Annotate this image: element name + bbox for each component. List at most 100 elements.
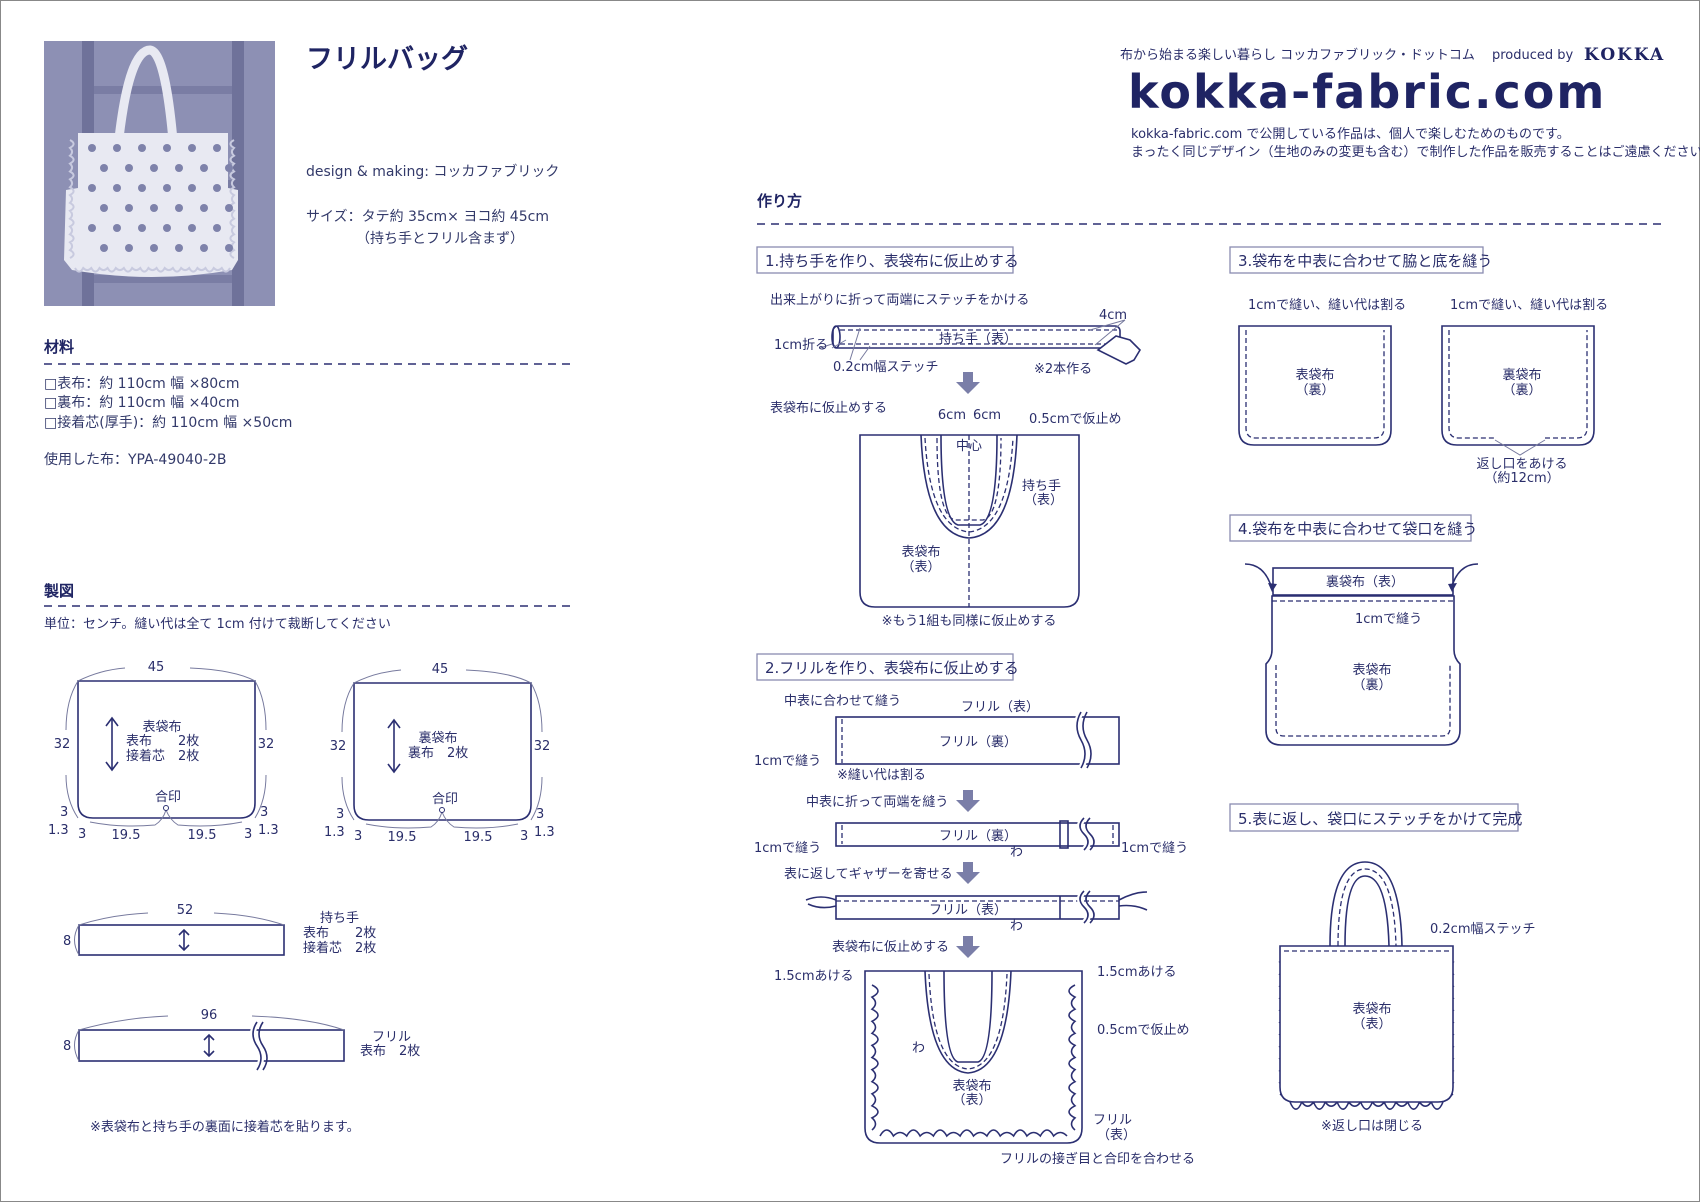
dim-height-right: 32 xyxy=(258,737,275,752)
handle-piece: 52 8 持ち手 表布 2枚 接着芯 2枚 xyxy=(63,903,376,956)
six-cm-right: 6cm xyxy=(973,408,1001,423)
material-item: □接着芯(厚手)：約 110cm 幅 ×50cm xyxy=(44,414,292,431)
frill-front-label: フリル（表） xyxy=(929,903,1007,918)
piece-count-2: 接着芯 2枚 xyxy=(303,940,376,956)
material-item: □表布：約 110cm 幅 ×80cm xyxy=(44,376,240,392)
piece-count-1: 表布 2枚 xyxy=(303,926,376,941)
corner-dim: 3 xyxy=(536,807,544,822)
photo-pattern-dot xyxy=(150,204,158,212)
piece-count-1: 表布 2枚 xyxy=(126,734,199,749)
materials-heading: 材料 xyxy=(44,338,74,356)
photo-pattern-dot xyxy=(188,224,196,232)
photo-pattern-dot xyxy=(225,204,233,212)
opening-label: 返し口をあける xyxy=(1476,457,1567,472)
fold-label: わ xyxy=(1010,845,1023,860)
bag-label: 表袋布 xyxy=(1352,1002,1391,1017)
step4-title: 4.袋布を中表に合わせて袋口を縫う xyxy=(1238,520,1477,538)
photo-pattern-dot xyxy=(150,164,158,172)
photo-pattern-dot xyxy=(125,244,133,252)
photo-pattern-dot xyxy=(138,184,146,192)
gap-right-label: 1.5cmあける xyxy=(1097,965,1177,980)
sew-label-b: 1cmで縫い、縫い代は割る xyxy=(1450,297,1608,313)
bag-label: （表） xyxy=(1352,1017,1391,1032)
outer-bag-with-frill xyxy=(864,970,1083,1144)
pattern-title: フリルバッグ xyxy=(306,43,468,75)
step5-title: 5.表に返し、袋口にステッチをかけて完成 xyxy=(1238,810,1522,828)
photo-pattern-dot xyxy=(113,184,121,192)
notch-label: 合印 xyxy=(432,792,458,807)
photo-pattern-dot xyxy=(175,204,183,212)
dim-width: 45 xyxy=(432,662,449,677)
step1-sub2: 表袋布に仮止めする xyxy=(770,401,887,416)
outer-bag-sewn xyxy=(1238,325,1392,446)
photo-pattern-dot xyxy=(175,164,183,172)
piece-count-1: 表布 2枚 xyxy=(360,1044,420,1059)
step1-note: ※もう1組も同様に仮止めする xyxy=(882,614,1057,629)
corner-dim: 3 xyxy=(60,805,68,820)
corner-dim: 3 xyxy=(354,829,362,844)
dim-height: 8 xyxy=(63,934,71,949)
usage-notice-2: まったく同じデザイン（生地のみの変更も含む）で制作した作品を販売することはご遠慮… xyxy=(1131,144,1700,160)
finished-bag-diagram xyxy=(1278,861,1455,1110)
six-cm-left: 6cm xyxy=(938,408,966,423)
size-note: （持ち手とフリル含まず） xyxy=(356,231,524,247)
finished-size: サイズ：タテ約 35cm× ヨコ約 45cm xyxy=(306,209,549,225)
photo-pattern-dot xyxy=(225,164,233,172)
photo-pattern-dot xyxy=(213,224,221,232)
step2-sub4: 表袋布に仮止めする xyxy=(832,940,949,955)
product-photo xyxy=(44,41,275,306)
stitch-label: 0.2cm幅ステッチ xyxy=(833,360,939,375)
handle-label: 持ち手（表） xyxy=(939,332,1017,347)
closing-note: ※返し口は閉じる xyxy=(1321,1119,1423,1134)
lining-label: 裏袋布（表） xyxy=(1326,575,1404,590)
bag-label: （表） xyxy=(901,560,940,575)
photo-pattern-dot xyxy=(100,204,108,212)
gap-left-label: 1.5cmあける xyxy=(774,969,854,984)
half-width: 19.5 xyxy=(188,828,217,843)
photo-pattern-dot xyxy=(150,244,158,252)
frill-back-label: フリル（裏） xyxy=(939,735,1017,750)
frill-strip-2 xyxy=(835,815,1120,853)
corner-dim: 3 xyxy=(260,805,268,820)
step3-title: 3.袋布を中表に合わせて脇と底を縫う xyxy=(1238,252,1492,270)
photo-pattern-dot xyxy=(125,164,133,172)
photo-pattern-dot xyxy=(200,204,208,212)
piece-count-1: 裏布 2枚 xyxy=(408,746,468,761)
half-width: 19.5 xyxy=(112,828,141,843)
handle-side-label: （表） xyxy=(1024,493,1063,508)
photo-pattern-dot xyxy=(188,184,196,192)
outer-bag-piece: 45 32 32 表袋布 表布 2枚 接着芯 2枚 合印 3 1.3 3 19.… xyxy=(48,660,279,843)
step5-box xyxy=(1229,803,1519,832)
opening-label: （約12cm） xyxy=(1484,471,1559,486)
step2-title: 2.フリルを作り、表袋布に仮止めする xyxy=(765,659,1019,677)
frill-label: フリル xyxy=(1093,1113,1132,1128)
step1-title: 1.持ち手を作り、表袋布に仮止めする xyxy=(765,252,1019,270)
width-label: 4cm xyxy=(1099,308,1127,323)
notch-label: 合印 xyxy=(155,790,181,805)
photo-pattern-dot xyxy=(125,204,133,212)
half-width: 19.5 xyxy=(464,830,493,845)
outer-bag-with-handle xyxy=(859,434,1080,608)
stitch-label: 0.2cm幅ステッチ xyxy=(1430,922,1536,937)
dim-width: 45 xyxy=(148,660,165,675)
make-two-label: ※2本作る xyxy=(1034,362,1092,377)
dim-height-right: 32 xyxy=(534,739,551,754)
dim-height: 8 xyxy=(63,1039,71,1054)
photo-pattern-dot xyxy=(163,144,171,152)
corner-dim: 1.3 xyxy=(48,823,69,838)
frill-back-label: フリル（裏） xyxy=(939,829,1017,844)
bag-label: 表袋布 xyxy=(901,545,940,560)
piece-name: フリル xyxy=(372,1030,411,1045)
bag-assembly-diagram xyxy=(1244,563,1479,746)
corner-dim: 1.3 xyxy=(258,823,279,838)
photo-pattern-dot xyxy=(213,184,221,192)
down-arrow-icon xyxy=(956,862,980,884)
align-label: フリルの接ぎ目と合印を合わせる xyxy=(1000,1151,1195,1167)
down-arrow-icon xyxy=(956,372,980,394)
sew-label: 1cmで縫う xyxy=(754,754,821,769)
fold-label: わ xyxy=(1010,919,1023,934)
corner-dim: 3 xyxy=(244,827,252,842)
corner-dim: 3 xyxy=(336,807,344,822)
seam-open-label: ※縫い代は割る xyxy=(837,767,926,783)
photo-pattern-dot xyxy=(100,244,108,252)
